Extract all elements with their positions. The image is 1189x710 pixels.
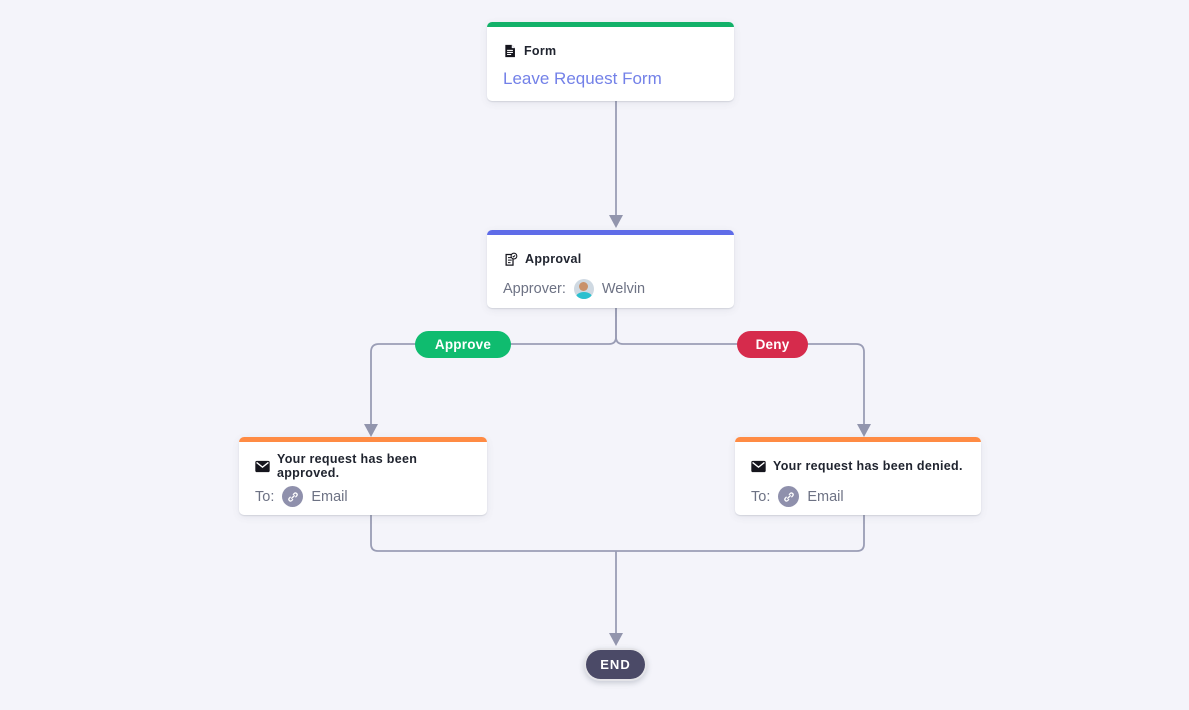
mail-icon [751, 460, 766, 473]
email-approved-accent-bar [239, 437, 487, 442]
approver-avatar [573, 279, 594, 299]
form-icon [503, 44, 517, 58]
approve-branch-label: Approve [434, 337, 492, 352]
approver-name: Welvin [601, 281, 646, 297]
deny-branch-pill[interactable]: Deny [737, 331, 808, 358]
to-label: To: [255, 488, 275, 505]
approval-icon [503, 252, 518, 267]
form-node-title[interactable]: Leave Request Form [503, 69, 662, 88]
email-approved-subject: Your request has been approved. [277, 452, 418, 480]
email-denied-accent-bar [735, 437, 981, 442]
link-icon [778, 486, 800, 507]
approver-label: Approver: [503, 281, 566, 297]
email-denied-node[interactable]: Your request has been denied. To: Email [735, 437, 981, 515]
approval-node-type-label: Approval [525, 252, 582, 266]
approve-branch-pill[interactable]: Approve [415, 331, 511, 358]
form-node[interactable]: Form Leave Request Form [487, 22, 734, 101]
form-node-type-label: Form [524, 44, 557, 58]
email-approved-recipient: Email [311, 488, 348, 505]
email-denied-subject: Your request has been denied. [773, 459, 963, 473]
approval-node[interactable]: Approval Approver: Welvin [487, 230, 734, 308]
approval-node-accent-bar [487, 230, 734, 235]
form-node-accent-bar [487, 22, 734, 27]
email-denied-recipient: Email [807, 488, 844, 505]
end-label: END [600, 657, 631, 672]
link-icon [282, 486, 304, 507]
end-node[interactable]: END [584, 648, 647, 681]
email-approved-node[interactable]: Your request has been approved. To: Emai… [239, 437, 487, 515]
to-label: To: [751, 488, 771, 505]
deny-branch-label: Deny [755, 337, 790, 352]
mail-icon [255, 460, 270, 473]
